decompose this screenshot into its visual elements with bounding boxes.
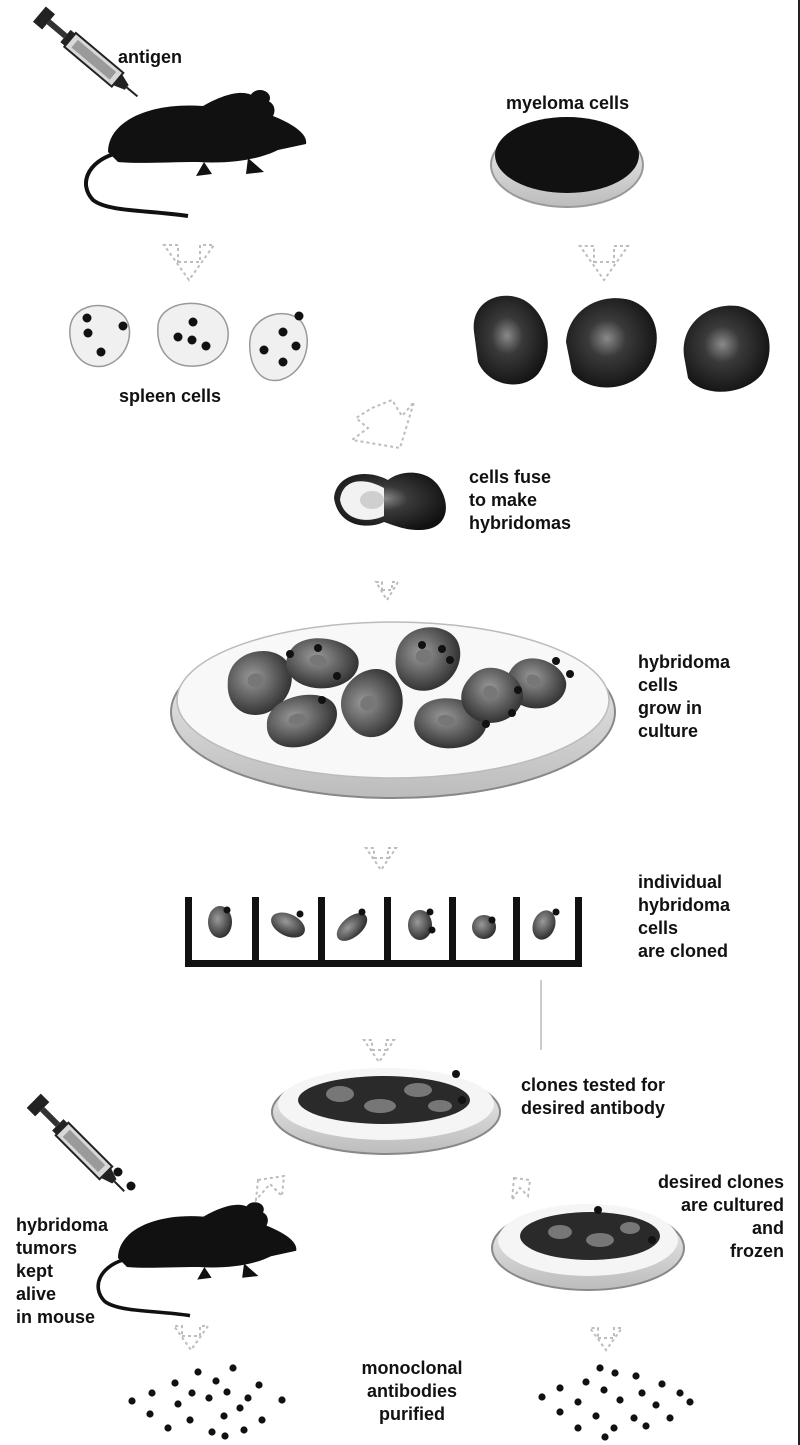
antibody-dots-right [538, 1364, 693, 1440]
mouse-icon [86, 90, 306, 216]
myeloma-cell-icon [684, 306, 770, 392]
culture-dish-icon [171, 622, 615, 798]
arrow-icon [164, 245, 214, 280]
arrow-icon [352, 400, 414, 448]
syringe-icon [27, 1094, 132, 1199]
label-spleen-cells: spleen cells [119, 385, 221, 408]
spleen-cell-icon [250, 312, 308, 381]
label-antigen: antigen [118, 46, 182, 69]
cloning-wells-icon [185, 897, 582, 967]
myeloma-dish-icon [491, 117, 643, 207]
arrow-icon [174, 1326, 208, 1350]
arrow-icon [364, 1040, 394, 1062]
test-dish-icon [272, 1068, 500, 1154]
arrow-icon [366, 848, 396, 870]
label-hybridoma-grow: hybridoma cells grow in culture [638, 651, 730, 743]
label-myeloma-cells: myeloma cells [506, 92, 629, 115]
label-clones-tested: clones tested for desired antibody [521, 1074, 665, 1120]
arrow-icon [580, 246, 628, 280]
label-tumors-mouse: hybridoma tumors kept alive in mouse [16, 1214, 108, 1329]
spleen-cell-icon [158, 303, 228, 366]
arrow-icon [512, 1178, 530, 1200]
arrow-icon [376, 582, 398, 600]
label-monoclonal: monoclonal antibodies purified [343, 1357, 481, 1426]
frozen-dish-icon [492, 1204, 684, 1290]
label-cells-fuse: cells fuse to make hybridomas [469, 466, 571, 535]
mouse-icon [98, 1202, 296, 1315]
label-individual-cloned: individual hybridoma cells are cloned [638, 871, 730, 963]
arrow-icon [256, 1176, 284, 1200]
myeloma-cell-icon [474, 296, 548, 385]
arrow-icon [590, 1328, 622, 1350]
hybridoma-cell-icon [334, 473, 446, 530]
myeloma-cell-icon [566, 298, 657, 387]
spleen-cell-icon [70, 306, 130, 367]
label-desired-clones: desired clones are cultured and frozen [658, 1171, 784, 1263]
antibody-dots-left [128, 1364, 285, 1439]
